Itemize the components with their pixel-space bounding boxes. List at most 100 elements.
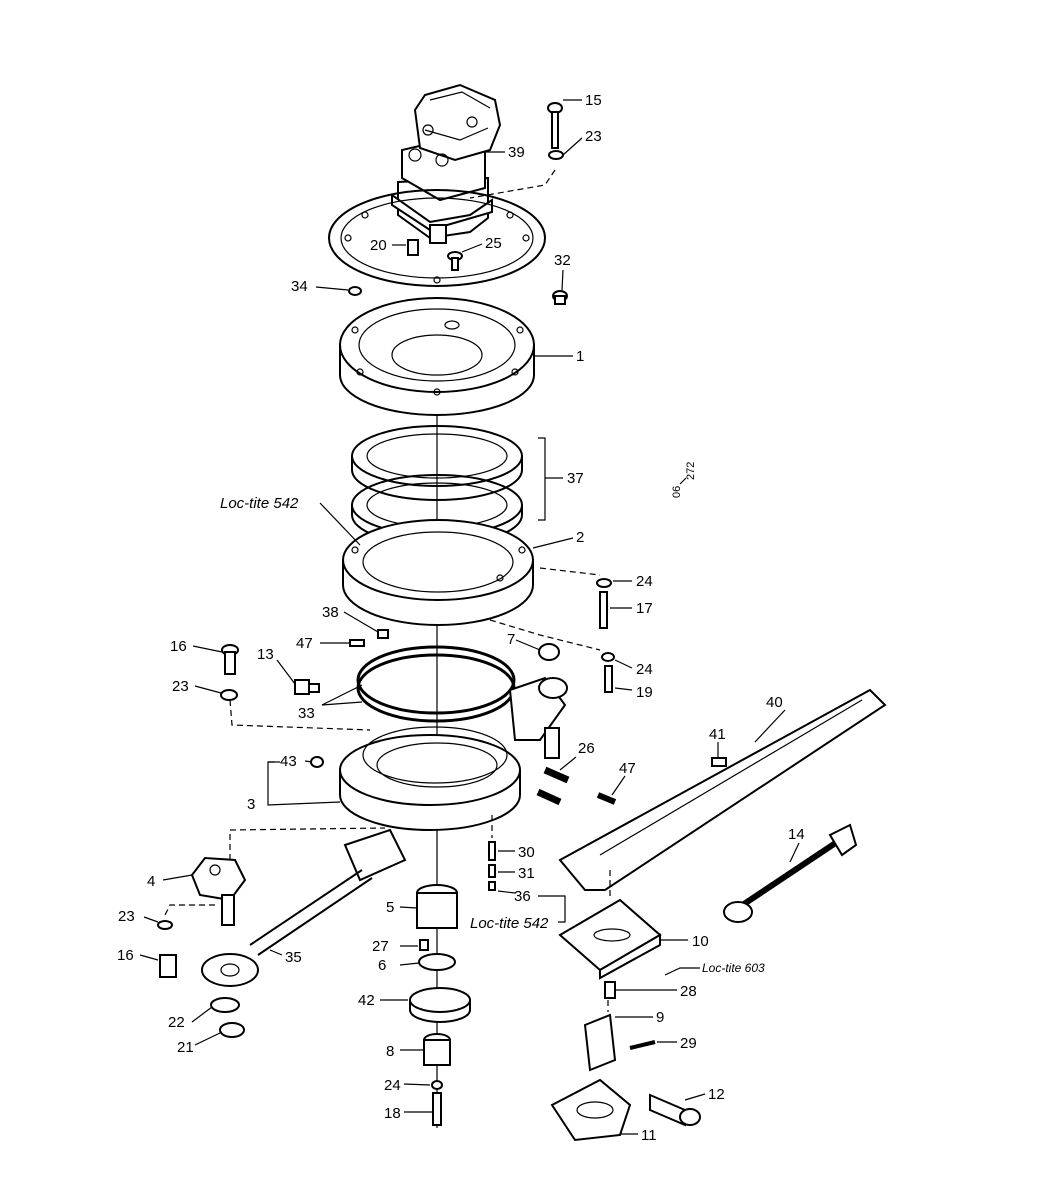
label-21: 21 [177, 1039, 194, 1056]
drawing-ref-bottom: 272 [685, 462, 697, 480]
pin-27 [419, 939, 429, 951]
mount-block [190, 856, 247, 926]
label-18: 18 [384, 1105, 401, 1122]
plug-43 [310, 756, 324, 768]
ball-36 [488, 881, 496, 891]
label-15: 15 [585, 92, 602, 109]
note-loctite-603: Loc-tite 603 [702, 961, 765, 975]
label-22: 22 [168, 1014, 185, 1031]
pivot-9 [583, 1013, 617, 1072]
disc-42 [409, 987, 471, 1023]
chain-bar-clip-41 [711, 757, 727, 767]
label-33: 33 [298, 705, 315, 722]
set-screw-38 [377, 629, 389, 639]
label-36: 36 [514, 888, 531, 905]
washer-24-lower [431, 1080, 443, 1090]
label-41: 41 [709, 726, 726, 743]
label-3: 3 [247, 796, 255, 813]
label-14: 14 [788, 826, 805, 843]
sleeve-5 [416, 884, 458, 929]
label-47-lower: 47 [619, 760, 636, 777]
pin-47-upper [349, 639, 365, 647]
label-7: 7 [507, 631, 515, 648]
screw-25 [447, 251, 463, 271]
top-flange [328, 189, 546, 287]
label-2: 2 [576, 529, 584, 546]
label-47-upper: 47 [296, 635, 313, 652]
label-24-lower: 24 [384, 1077, 401, 1094]
screw-17 [599, 591, 608, 629]
wrench [723, 823, 858, 923]
label-31: 31 [518, 865, 535, 882]
label-1: 1 [576, 348, 584, 365]
screw-16-lower [159, 954, 177, 978]
label-20: 20 [370, 237, 387, 254]
housing-ring [339, 297, 535, 416]
spring-30 [488, 841, 496, 861]
label-8: 8 [386, 1043, 394, 1060]
label-4: 4 [147, 873, 155, 890]
plug-13 [294, 679, 320, 695]
label-30: 30 [518, 844, 535, 861]
screw-19 [604, 665, 613, 693]
bearing-7 [538, 643, 560, 661]
screw-28 [604, 981, 616, 999]
label-28: 28 [680, 983, 697, 1000]
hydraulic-motor [391, 83, 502, 244]
dash-path-16 [229, 699, 371, 731]
dash-path-17 [539, 567, 601, 576]
nut-21 [219, 1022, 245, 1038]
washer-23-lower [157, 920, 173, 930]
o-rings-33 [356, 645, 516, 723]
washer-24-upper [596, 578, 612, 588]
guide-bar [558, 688, 887, 891]
screw-32 [552, 290, 568, 305]
bracket-37 [538, 437, 546, 521]
drawing-reference: 06 272 [671, 462, 697, 498]
bushing-8 [423, 1033, 451, 1066]
spring-31 [488, 864, 496, 878]
label-27: 27 [372, 938, 389, 955]
label-38: 38 [322, 604, 339, 621]
label-24-mid: 24 [636, 661, 653, 678]
hydraulic-cylinder [201, 828, 407, 987]
label-29: 29 [680, 1035, 697, 1052]
label-24-upper: 24 [636, 573, 653, 590]
shaft-12 [649, 1093, 701, 1127]
label-43: 43 [280, 753, 297, 770]
dash-path-4 [229, 827, 386, 860]
label-42: 42 [358, 992, 375, 1009]
pin-29 [629, 1040, 656, 1050]
label-39: 39 [508, 144, 525, 161]
bracket-3 [267, 761, 341, 806]
label-17: 17 [636, 600, 653, 617]
base-plate-11 [550, 1078, 632, 1142]
washer-24-mid [601, 652, 615, 662]
washer-23-top [548, 150, 564, 160]
dash-path-19 [489, 619, 601, 651]
label-34: 34 [291, 278, 308, 295]
label-10: 10 [692, 933, 709, 950]
pin-47-lower [596, 792, 617, 805]
washer-6 [418, 953, 456, 971]
label-23-top: 23 [585, 128, 602, 145]
label-16-left: 16 [170, 638, 187, 655]
washer-22 [210, 997, 240, 1013]
part-number-labels: 15 23 39 20 25 34 32 1 37 2 24 17 38 47 … [117, 92, 805, 1144]
label-37: 37 [567, 470, 584, 487]
label-12: 12 [708, 1086, 725, 1103]
seal-ring-2 [342, 519, 534, 626]
label-11: 11 [641, 1127, 657, 1144]
label-26: 26 [578, 740, 595, 757]
label-23-left: 23 [172, 678, 189, 695]
plate-10 [558, 898, 662, 980]
dowel-pin-20 [407, 239, 419, 256]
label-23-lower: 23 [118, 908, 135, 925]
pins-26 [536, 766, 570, 806]
label-19: 19 [636, 684, 653, 701]
label-35: 35 [285, 949, 302, 966]
label-6: 6 [378, 957, 386, 974]
label-13: 13 [257, 646, 274, 663]
